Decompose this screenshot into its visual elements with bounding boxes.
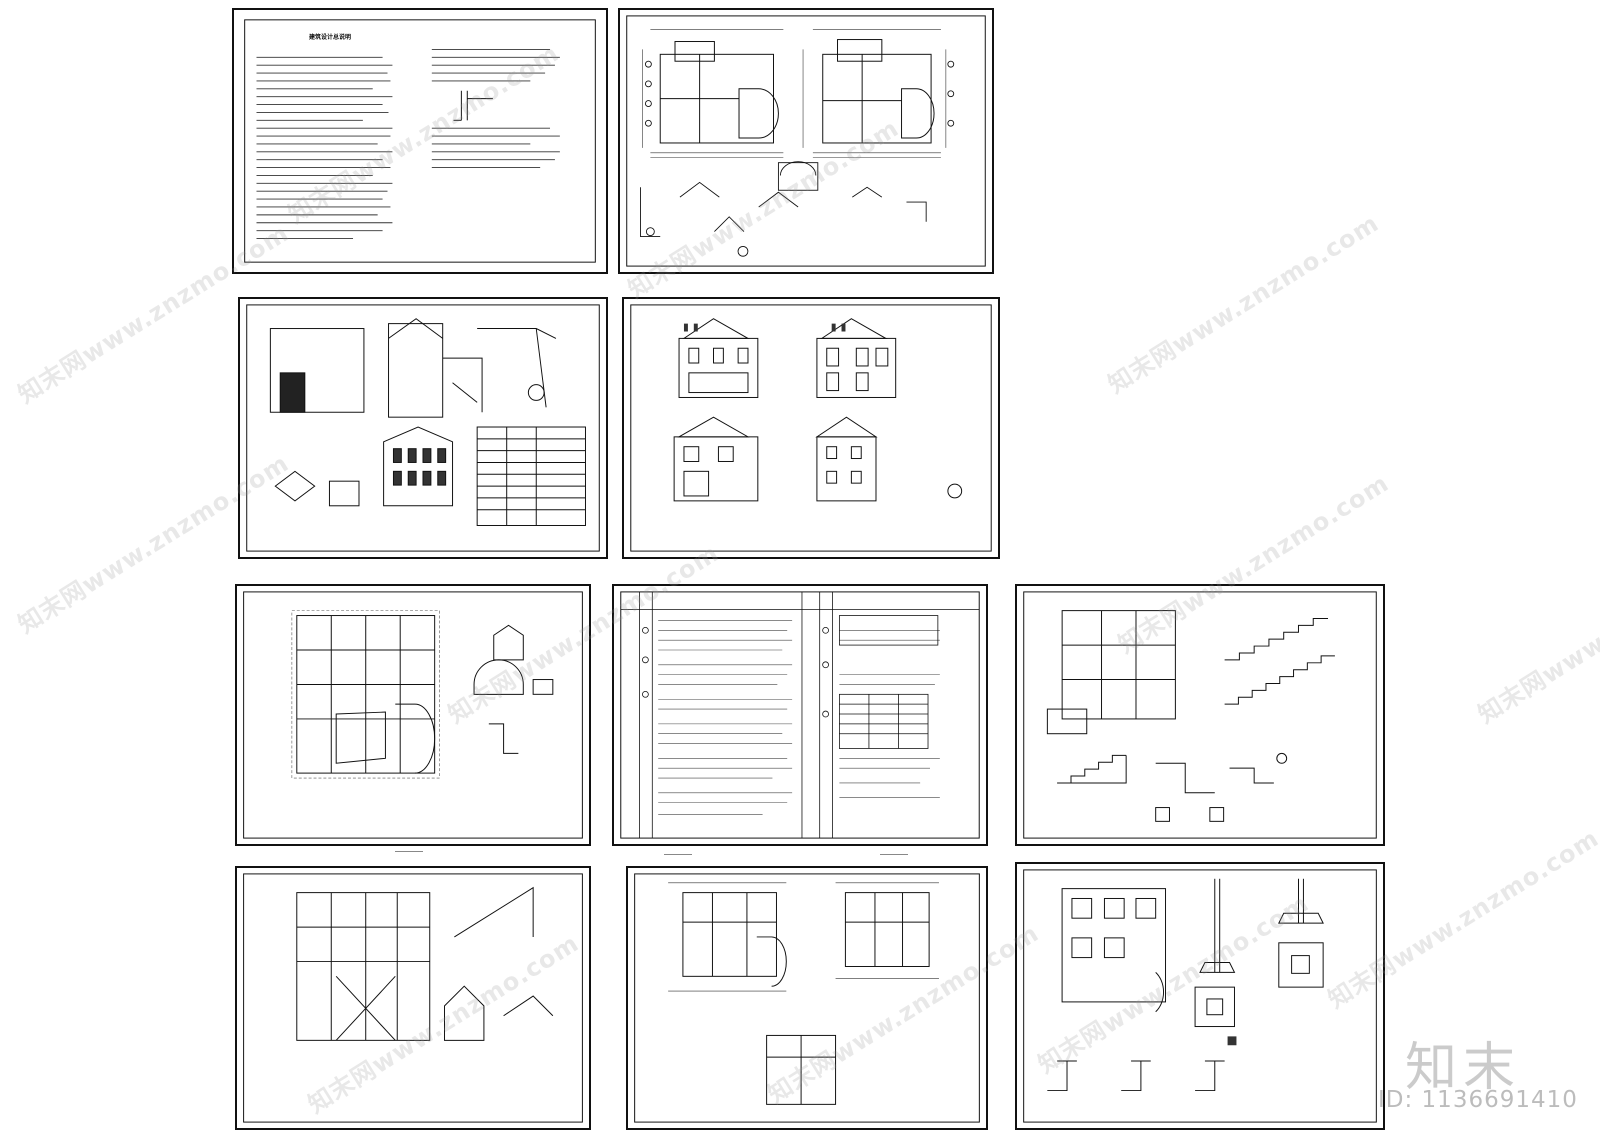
separator-line [880, 854, 908, 855]
structure-plan-2-drawing [243, 873, 583, 1123]
foundation-plan-sheet [1015, 862, 1385, 1130]
foundation-plan-drawing [1023, 869, 1377, 1123]
general-notes-drawing [244, 19, 596, 263]
floor-plans-sheet [618, 8, 994, 274]
structure-plan-1-sheet [235, 584, 591, 846]
elevations-sheet [622, 297, 1000, 559]
elevations-drawing [630, 304, 992, 552]
structure-plan-2-sheet [235, 866, 591, 1130]
floor-plans-drawing [626, 15, 986, 267]
structure-notes-sheet [612, 584, 988, 846]
general-notes-sheet: 建筑设计总说明 [232, 8, 608, 274]
sheet-title: 建筑设计总说明 [308, 34, 351, 41]
section-drawing [246, 304, 600, 552]
beam-plan-drawing [634, 873, 980, 1123]
separator-line [395, 851, 423, 852]
watermark-logo: 知末 [1405, 1038, 1522, 1098]
structure-plan-1-drawing [243, 591, 583, 839]
watermark-text: 知末网www.znzmo.com [1103, 208, 1384, 399]
beam-plan-sheet [626, 866, 988, 1130]
stair-details-sheet [1015, 584, 1385, 846]
stair-details-drawing [1023, 591, 1377, 839]
section-and-roof-sheet [238, 297, 608, 559]
separator-line [664, 854, 692, 855]
structure-notes-drawing [620, 591, 980, 839]
watermark-id: ID: 1136691410 [1378, 1087, 1578, 1113]
watermark-text: 知末网www.znzmo.com [1473, 538, 1600, 729]
